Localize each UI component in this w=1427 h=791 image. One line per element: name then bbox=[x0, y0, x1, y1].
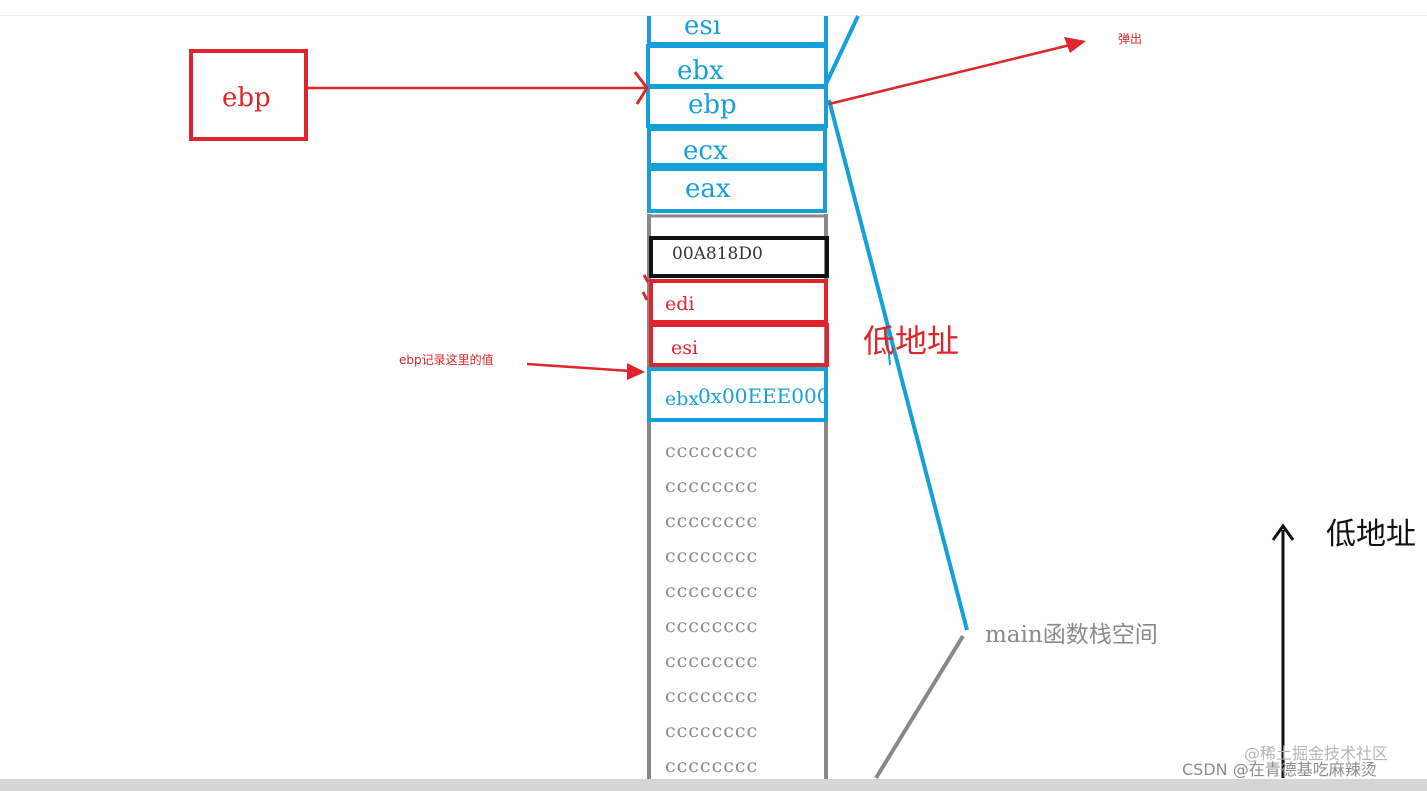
cell-esi-label: esi bbox=[671, 337, 699, 359]
pop-label: 弹出 bbox=[1118, 32, 1143, 46]
cell-edi-label: edi bbox=[665, 293, 695, 315]
ebp-register-label: ebp bbox=[222, 83, 271, 113]
cell-edi bbox=[649, 279, 828, 324]
brace-line-lower bbox=[874, 634, 965, 780]
ebp-register-box bbox=[189, 49, 308, 141]
low-address-arrowhead bbox=[1271, 523, 1295, 541]
record-arrow bbox=[526, 362, 631, 373]
cell-address-label: 00A818D0 bbox=[672, 244, 763, 264]
top-divider bbox=[0, 15, 1427, 16]
cell-address bbox=[649, 236, 829, 278]
bottom-scrollbar[interactable] bbox=[0, 779, 1427, 791]
cell-eax-label: eax bbox=[685, 174, 731, 204]
cell-ebx-top-label: ebx bbox=[677, 56, 724, 86]
cell-ebp-label: ebp bbox=[688, 90, 737, 120]
pop-arrow bbox=[828, 43, 1071, 106]
main-frame-label: main函数栈空间 bbox=[985, 622, 1158, 648]
low-address-red-label: 低地址 bbox=[863, 322, 960, 360]
filler-row: cccccccc bbox=[665, 440, 759, 462]
red-mark-2 bbox=[641, 291, 649, 301]
filler-row: cccccccc bbox=[665, 755, 759, 777]
cell-esi-top-label: esı bbox=[684, 11, 722, 41]
brace-line-top bbox=[824, 15, 860, 85]
filler-row: cccccccc bbox=[665, 475, 759, 497]
filler-row: cccccccc bbox=[665, 720, 759, 742]
filler-row: cccccccc bbox=[665, 685, 759, 707]
pop-arrowhead bbox=[1064, 37, 1086, 53]
watermark: CSDN @在青德基吃麻辣烫 bbox=[1182, 760, 1377, 779]
cell-ebx-value-label: 0x00EEE000 bbox=[698, 384, 830, 408]
cell-ecx bbox=[647, 127, 827, 167]
brace-line-right bbox=[827, 99, 969, 631]
cell-ebx-value bbox=[647, 367, 828, 422]
filler-row: cccccccc bbox=[665, 580, 759, 602]
cell-ecx-label: ecx bbox=[683, 136, 728, 166]
filler-row: cccccccc bbox=[665, 510, 759, 532]
filler-row: cccccccc bbox=[665, 545, 759, 567]
ebp-pointer-arrowhead bbox=[633, 71, 649, 105]
ebp-record-note: ebp记录这里的值 bbox=[399, 353, 494, 367]
cell-ebx-top bbox=[646, 44, 828, 88]
record-arrowhead bbox=[627, 363, 645, 380]
cell-ebx-prefix-label: ebx bbox=[665, 388, 700, 410]
filler-row: cccccccc bbox=[665, 615, 759, 637]
red-mark-1 bbox=[642, 274, 650, 283]
cell-esi bbox=[649, 323, 829, 367]
brace-tick bbox=[885, 326, 891, 366]
filler-row: cccccccc bbox=[665, 650, 759, 672]
watermark-faint: @稀土掘金技术社区 bbox=[1244, 744, 1389, 763]
low-address-black-label: 低地址 bbox=[1326, 517, 1416, 552]
cell-eax bbox=[647, 167, 827, 213]
cell-ebp bbox=[646, 85, 828, 128]
